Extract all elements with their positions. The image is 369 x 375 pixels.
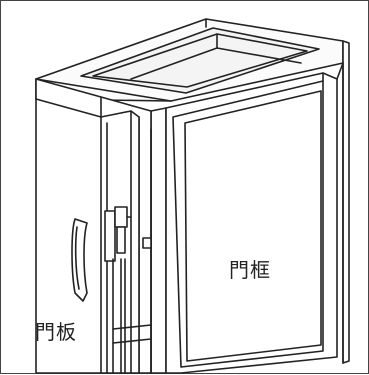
door-frame-shape	[150, 62, 344, 374]
cabinet-top	[35, 18, 344, 102]
door-frame-label: 門框	[229, 258, 271, 282]
lower-rails	[112, 258, 152, 374]
door-panel-label: 門板	[35, 320, 77, 344]
handle-shape	[71, 218, 88, 302]
cabinet-right-side	[342, 40, 350, 364]
hinge-brackets	[104, 206, 152, 262]
